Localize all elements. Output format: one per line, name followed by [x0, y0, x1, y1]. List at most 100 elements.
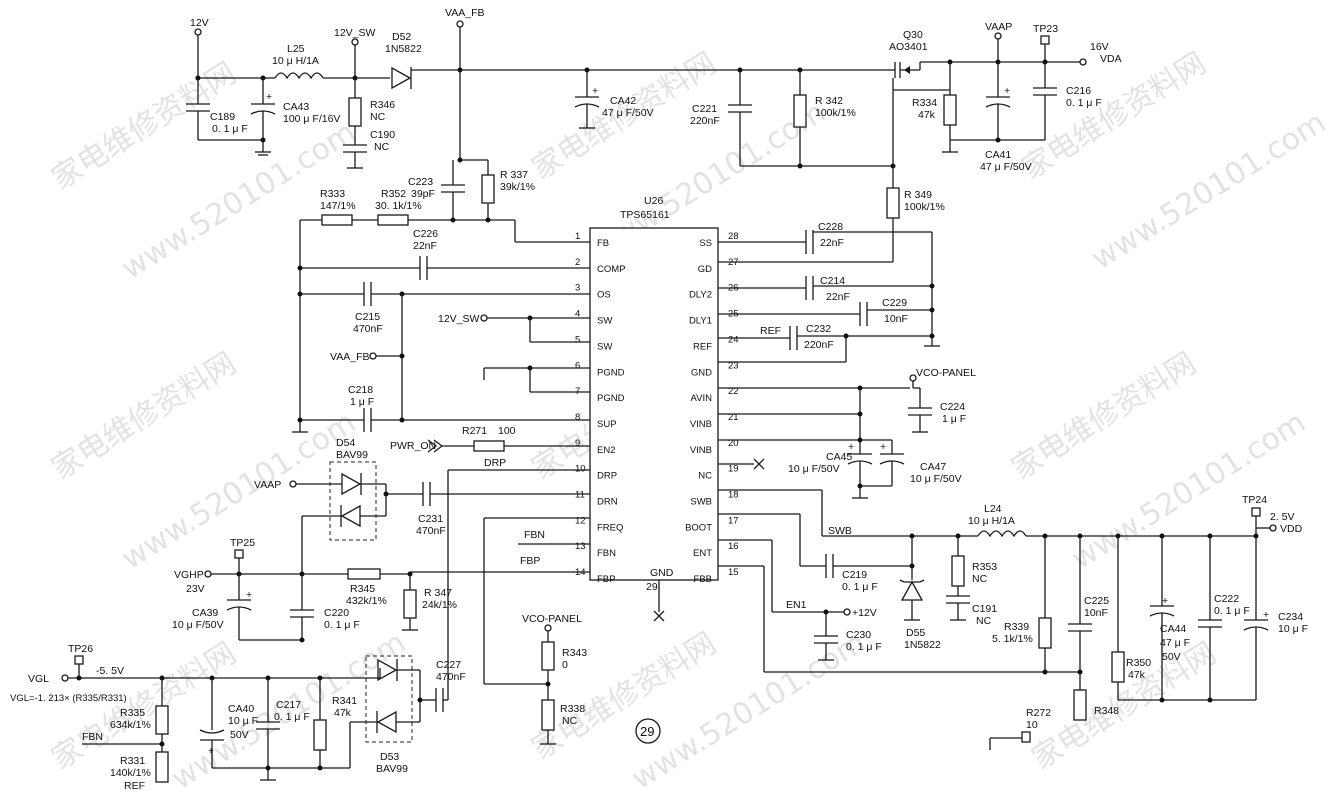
c221-value: 220nF	[690, 115, 720, 127]
c215-ref: C215	[355, 311, 380, 323]
resistor-r345-icon	[347, 568, 381, 580]
diode-d54-icon	[340, 504, 361, 528]
vgl-section: TP26 VGL -5. 5V VGL=-1. 213× (R335/R331)…	[10, 613, 661, 792]
watermark-text: 家电维修资料网	[46, 346, 243, 487]
r349-value: 100k/1%	[904, 201, 945, 213]
resistor-r337-icon	[481, 174, 495, 204]
ic-pin-name: FBB	[694, 574, 712, 585]
diode-d55-bar	[899, 579, 925, 583]
net-label-vaa-fb: VAA_FB	[445, 7, 485, 19]
q30-ref: Q30	[903, 29, 923, 41]
ic-pin-name: PGND	[597, 393, 625, 404]
net-label-vco-panel: VCO-PANEL	[916, 367, 976, 379]
net-terminal-icon	[480, 314, 488, 322]
ic-pin-name: GD	[698, 264, 712, 275]
c224-ref: C224	[940, 401, 965, 413]
c230-value: 0. 1 μ F	[846, 641, 882, 653]
ic-bottom-pin-num: 29	[646, 581, 658, 593]
ic-pin-name: FBP	[597, 574, 615, 585]
junction-dot	[929, 307, 935, 313]
net-label-en1: EN1	[786, 599, 807, 611]
junction-dot	[299, 637, 305, 643]
ic-pin-number: 13	[575, 541, 586, 552]
r333-value: 147/1%	[320, 200, 356, 212]
r333-ref: R333	[320, 188, 345, 200]
net-label-swb: SWB	[828, 525, 852, 537]
resistor-r350-icon	[1111, 651, 1125, 683]
net-terminal-icon	[61, 674, 69, 682]
r271-ref: R271	[462, 425, 487, 437]
junction-dot	[159, 741, 165, 747]
r346-ref: R346	[370, 99, 395, 111]
polarity-plus-icon: +	[880, 441, 886, 453]
page-number: 29	[640, 724, 654, 739]
ic-pin-name: DLY2	[689, 290, 712, 301]
junction-dot	[485, 217, 491, 223]
net-label-plus12v: +12V	[852, 607, 877, 619]
c234-value: 10 μ F	[1278, 623, 1308, 635]
inductor-l24-icon	[977, 530, 1027, 538]
polarity-plus-icon: +	[1004, 85, 1010, 97]
junction-dot	[457, 157, 463, 163]
c191-value: NC	[976, 615, 992, 627]
ic-pin-number: 9	[575, 438, 580, 449]
ic-pin-name: DLY1	[689, 316, 712, 327]
resistor-r352-icon	[377, 214, 409, 226]
net-label-vaa-fb-2: VAA_FB	[330, 351, 370, 363]
net-label-vneg: -5. 5V	[96, 665, 124, 677]
polarity-plus-icon: +	[1263, 609, 1269, 621]
ca43-value: 100 μ F/16V	[283, 113, 340, 125]
l24-value: 10 μ H/1A	[968, 515, 1015, 527]
junction-dot	[260, 137, 266, 143]
c229-value: 10nF	[884, 313, 908, 325]
junction-dot	[297, 417, 303, 423]
junction-dot	[1207, 697, 1213, 703]
ic-pin-number: 10	[575, 464, 586, 475]
ic-pin-name: FB	[597, 238, 609, 249]
ca41-ref: CA41	[985, 149, 1011, 161]
net-terminal-icon	[351, 38, 359, 46]
ic-pin-number: 12	[575, 515, 586, 526]
net-label-vda: VDA	[1100, 53, 1122, 65]
c221-ref: C221	[692, 103, 717, 115]
net-label-fbn: FBN	[524, 529, 545, 541]
c219-value: 0. 1 μ F	[842, 581, 878, 593]
c220-ref: C220	[324, 607, 349, 619]
r345-ref: R345	[350, 583, 375, 595]
page-number-circle	[635, 718, 661, 744]
ic-pin-number: 23	[728, 360, 739, 371]
junction-dot	[399, 353, 405, 359]
c224-value: 1 μ F	[942, 413, 966, 425]
resistor-r349-icon	[886, 187, 900, 219]
ic-pin-number: 24	[728, 334, 739, 345]
d53-ref: D53	[380, 751, 399, 763]
r338-ref: R338	[560, 703, 585, 715]
net-terminal-icon	[369, 352, 377, 360]
r341-ref: R341	[332, 695, 357, 707]
ca40-ref: CA40	[228, 703, 254, 715]
net-label-pwr-on: PWR_ON	[390, 440, 436, 452]
ic-pin-number: 22	[728, 386, 739, 397]
ic-pin-name: VINB	[690, 445, 712, 456]
no-connect-icon	[653, 610, 665, 622]
ic-pin-number: 19	[728, 464, 739, 475]
polarity-plus-icon: +	[848, 441, 854, 453]
junction-dot	[947, 59, 953, 65]
ic-pin-name: SS	[699, 238, 712, 249]
r338-value: NC	[562, 715, 578, 727]
net-label-12v: 12V	[190, 17, 209, 29]
ic-pin-number: 7	[575, 386, 580, 397]
ic-pin-number: 28	[728, 231, 739, 242]
resistor-r348-icon	[1073, 689, 1087, 721]
r343-ref: R343	[562, 647, 587, 659]
net-terminal-icon	[204, 570, 212, 578]
junction-dot	[909, 563, 915, 569]
ic-bottom-pin-name: GND	[650, 567, 674, 579]
d54-value: BAV99	[336, 449, 368, 461]
c231-ref: C231	[418, 513, 443, 525]
r331-ref: R331	[120, 755, 145, 767]
junction-dot	[843, 333, 849, 339]
junction-dot	[297, 291, 303, 297]
d52-ref: D52	[392, 31, 411, 43]
junction-dot	[545, 681, 551, 687]
